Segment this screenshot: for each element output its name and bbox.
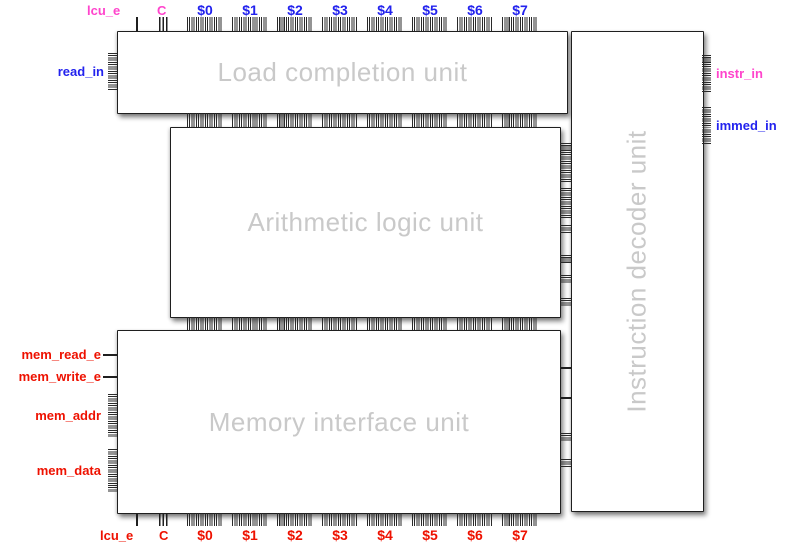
alu-idu-pins-6 [560, 298, 571, 307]
port-label-lcu_e-top: lcu_e [87, 3, 121, 18]
reg4-bus-pins-bottom [367, 513, 403, 526]
reg6-bus-pins-lcu-alu [457, 113, 493, 127]
port-label-read_in: read_in [57, 64, 104, 79]
read_in-bus-pins [108, 53, 117, 90]
arithmetic-logic-unit-block[interactable]: Arithmetic logic unit [170, 127, 561, 318]
port-label-reg1-bottom: $1 [242, 527, 258, 543]
reg0-bus-pins-lcu-alu [187, 113, 223, 127]
reg5-bus-pins-top [412, 17, 448, 31]
reg4-bus-pins-top [367, 17, 403, 31]
reg1-bus-pins-bottom [232, 513, 268, 526]
port-label-reg0-top: $0 [197, 2, 213, 18]
reg2-bus-pins-bottom [277, 513, 313, 526]
immed_in-bus-pins [702, 107, 711, 145]
reg1-bus-pins-lcu-alu [232, 113, 268, 127]
miu-idu-pins-4 [560, 459, 571, 468]
port-label-reg5-bottom: $5 [422, 527, 438, 543]
reg3-bus-pins-lcu-alu [322, 113, 358, 127]
port-label-reg1-top: $1 [242, 2, 258, 18]
reg0-bus-pins-top [187, 17, 223, 31]
reg3-bus-pins-bottom [322, 513, 358, 526]
reg7-bus-pins-top [502, 17, 538, 31]
lcu_e-pin-top [136, 17, 138, 31]
reg7-bus-pins-lcu-alu [502, 113, 538, 127]
alu-idu-bus-pins-1 [560, 143, 571, 183]
miu-idu-pins-3 [560, 433, 571, 442]
port-label-lcu_e-bottom: lcu_e [100, 528, 134, 543]
instruction-decoder-unit-block[interactable]: Instruction decoder unit [571, 31, 704, 512]
mem_write_e-pin [103, 376, 117, 378]
port-label-reg4-bottom: $4 [377, 527, 393, 543]
alu-idu-pins-5 [560, 275, 571, 283]
reg0-bus-pins-alu-miu [187, 317, 223, 330]
port-label-immed_in: immed_in [716, 118, 777, 133]
alu-idu-pins-3 [560, 225, 571, 234]
c-pins-top [159, 17, 168, 31]
port-label-c-top: C [157, 3, 167, 18]
reg5-bus-pins-bottom [412, 513, 448, 526]
reg7-bus-pins-alu-miu [502, 317, 538, 330]
reg0-bus-pins-bottom [187, 513, 223, 526]
reg2-bus-pins-top [277, 17, 313, 31]
port-label-reg2-top: $2 [287, 2, 303, 18]
port-label-reg7-bottom: $7 [512, 527, 528, 543]
reg5-bus-pins-alu-miu [412, 317, 448, 330]
alu-idu-bus-pins-2 [560, 188, 571, 219]
port-label-reg4-top: $4 [377, 2, 393, 18]
reg1-bus-pins-top [232, 17, 268, 31]
port-label-reg6-bottom: $6 [467, 527, 483, 543]
port-label-mem_write_e: mem_write_e [18, 369, 101, 384]
port-label-instr_in: instr_in [716, 66, 763, 81]
mem_addr-bus-pins [108, 394, 117, 437]
port-label-reg0-bottom: $0 [197, 527, 213, 543]
port-label-reg7-top: $7 [512, 2, 528, 18]
alu-idu-pins-4 [560, 255, 571, 263]
port-label-reg6-top: $6 [467, 2, 483, 18]
reg4-bus-pins-lcu-alu [367, 113, 403, 127]
reg1-bus-pins-alu-miu [232, 317, 268, 330]
instruction-decoder-unit-title: Instruction decoder unit [622, 130, 652, 413]
miu-idu-pin-2 [560, 397, 571, 399]
reg4-bus-pins-alu-miu [367, 317, 403, 330]
reg5-bus-pins-lcu-alu [412, 113, 448, 127]
mem_read_e-pin [103, 354, 117, 356]
port-label-mem_read_e: mem_read_e [21, 347, 102, 362]
port-label-reg3-top: $3 [332, 2, 348, 18]
instr_in-bus-pins [702, 55, 711, 93]
arithmetic-logic-unit-title: Arithmetic logic unit [247, 207, 484, 237]
reg6-bus-pins-bottom [457, 513, 493, 526]
reg3-bus-pins-alu-miu [322, 317, 358, 330]
miu-idu-pin-1 [560, 367, 571, 369]
port-label-reg3-bottom: $3 [332, 527, 348, 543]
port-label-mem_addr: mem_addr [35, 408, 101, 423]
reg7-bus-pins-bottom [502, 513, 538, 526]
port-label-mem_data: mem_data [36, 463, 101, 478]
lcu_e-pin-bottom [136, 513, 138, 526]
mem_data-bus-pins [108, 449, 117, 492]
load-completion-unit-block[interactable]: Load completion unit [117, 31, 568, 114]
reg6-bus-pins-alu-miu [457, 317, 493, 330]
port-label-c-bottom: C [159, 528, 169, 543]
reg6-bus-pins-top [457, 17, 493, 31]
reg3-bus-pins-top [322, 17, 358, 31]
port-label-reg5-top: $5 [422, 2, 438, 18]
reg2-bus-pins-lcu-alu [277, 113, 313, 127]
c-pins-bottom [159, 513, 168, 526]
reg2-bus-pins-alu-miu [277, 317, 313, 330]
memory-interface-unit-title: Memory interface unit [208, 406, 470, 437]
load-completion-unit-title: Load completion unit [217, 57, 468, 87]
port-label-reg2-bottom: $2 [287, 527, 303, 543]
memory-interface-unit-block[interactable]: Memory interface unit [117, 330, 561, 514]
